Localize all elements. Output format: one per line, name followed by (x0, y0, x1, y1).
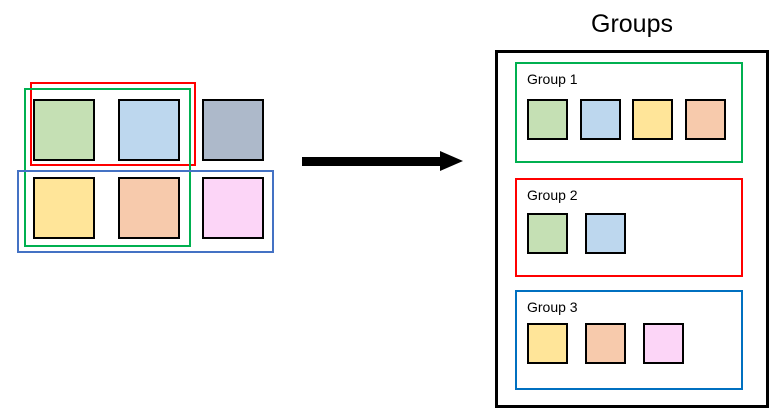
source-square-orange (118, 177, 180, 239)
group-1-square-green (527, 99, 568, 140)
group-2-label: Group 2 (527, 187, 578, 203)
arrow-right-head-icon (440, 151, 463, 171)
group-3-box: Group 3 (515, 290, 743, 390)
group-2-square-blue (585, 213, 626, 254)
group-3-square-orange (585, 323, 626, 364)
groups-panel-title: Groups (591, 10, 673, 38)
group-2-box: Group 2 (515, 178, 743, 277)
left-outline-red (30, 82, 196, 166)
group-1-square-blue (580, 99, 621, 140)
source-square-gray (202, 99, 264, 161)
source-square-pink (202, 177, 264, 239)
group-1-label: Group 1 (527, 71, 578, 87)
group-3-label: Group 3 (527, 299, 578, 315)
source-square-green (33, 99, 95, 161)
group-2-square-green (527, 213, 568, 254)
left-outline-green (24, 88, 191, 247)
arrow-right-shaft (302, 157, 442, 166)
group-3-square-pink (643, 323, 684, 364)
group-3-square-yellow (527, 323, 568, 364)
group-1-box: Group 1 (515, 62, 743, 163)
group-1-square-orange (685, 99, 726, 140)
source-square-blue (118, 99, 180, 161)
source-square-yellow (33, 177, 95, 239)
left-outline-blue (17, 170, 274, 253)
group-1-square-yellow (632, 99, 673, 140)
